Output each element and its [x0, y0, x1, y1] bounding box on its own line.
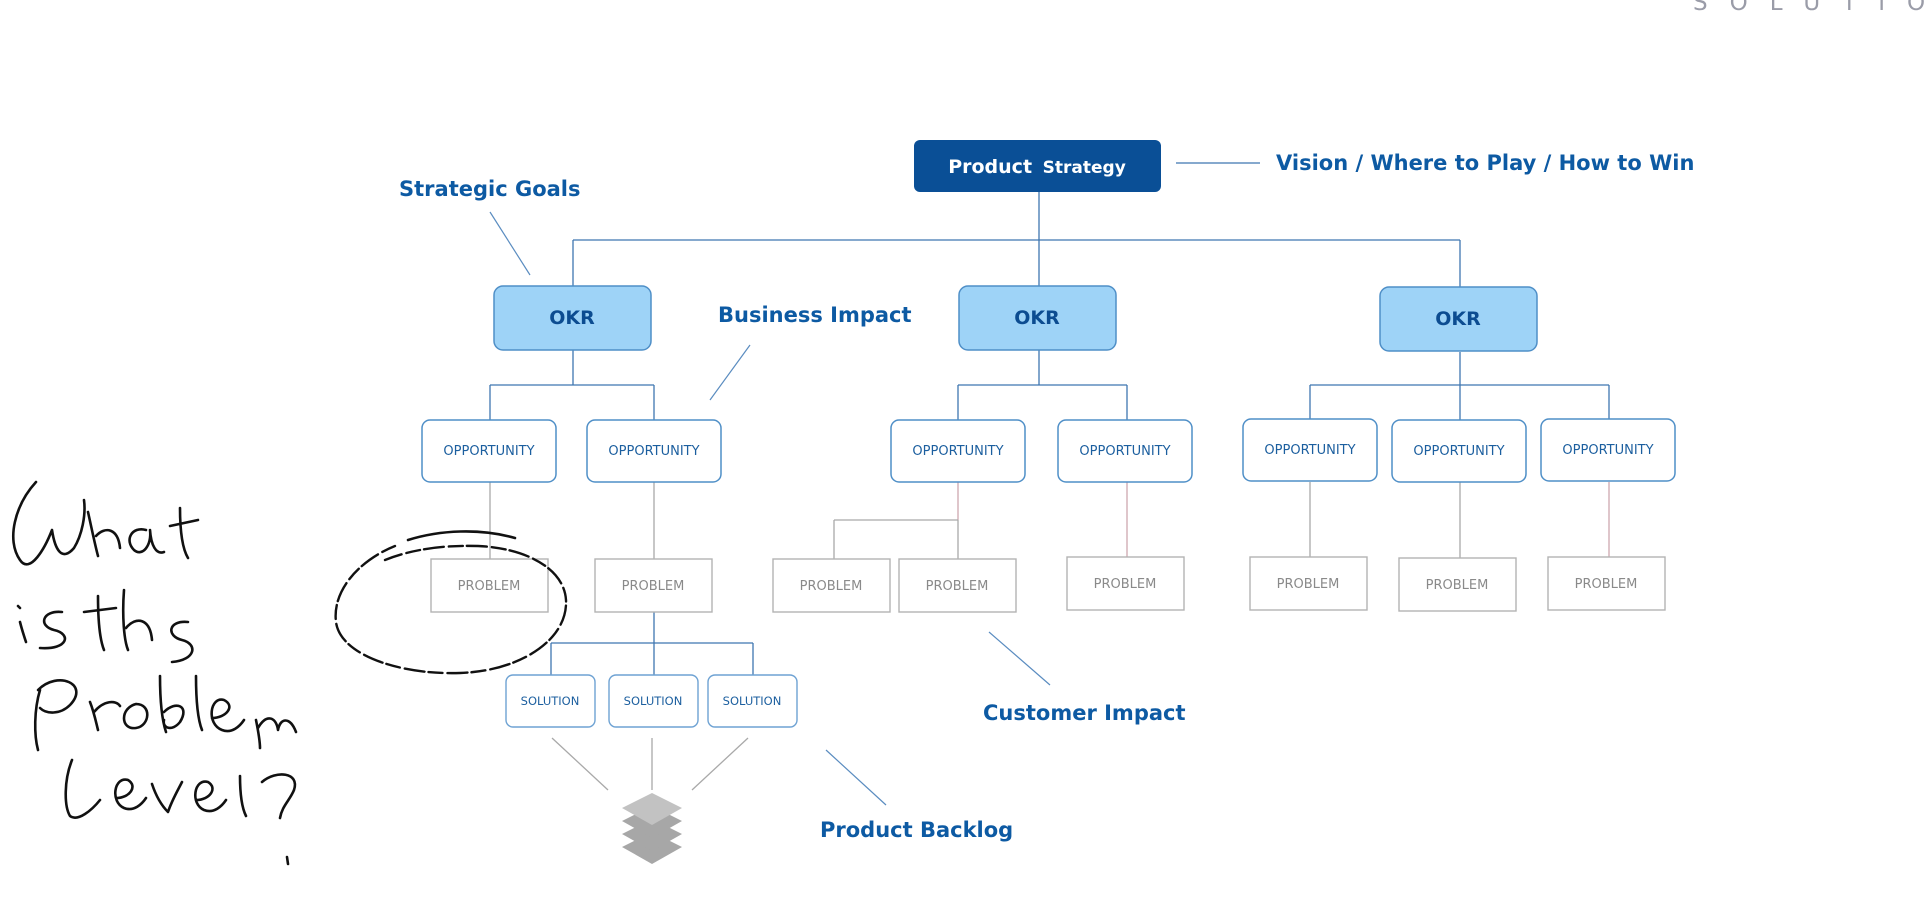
opportunity-label: OPPORTUNITY [1079, 444, 1170, 459]
problem-node-6: PROBLEM [1249, 556, 1368, 611]
connectors [489, 162, 1610, 791]
opportunity-node-2: OPPORTUNITY [586, 419, 722, 483]
strategy-label-suffix: Strategy [1043, 158, 1126, 178]
business-impact-callout: Business Impact [718, 303, 912, 327]
problem-label: PROBLEM [1277, 577, 1340, 592]
problem-label: PROBLEM [1094, 577, 1157, 592]
opportunity-node-7: OPPORTUNITY [1540, 418, 1676, 482]
opportunity-label: OPPORTUNITY [443, 444, 534, 459]
problem-label: PROBLEM [458, 579, 521, 594]
opportunity-label: OPPORTUNITY [1413, 444, 1504, 459]
problem-node-8: PROBLEM [1547, 556, 1666, 611]
vision-callout: Vision / Where to Play / How to Win [1276, 151, 1694, 175]
customer-impact-callout: Customer Impact [983, 701, 1186, 725]
opportunity-label: OPPORTUNITY [608, 444, 699, 459]
opportunity-node-6: OPPORTUNITY [1391, 419, 1527, 483]
problem-node-2: PROBLEM [594, 558, 713, 613]
okr-node-1: OKR [493, 285, 652, 351]
opportunity-node-5: OPPORTUNITY [1242, 418, 1378, 482]
opportunity-label: OPPORTUNITY [1562, 443, 1653, 458]
product-strategy-node: Product Strategy [914, 140, 1161, 192]
opportunity-label: OPPORTUNITY [1264, 443, 1355, 458]
solution-node-2: SOLUTION [608, 674, 699, 728]
okr-node-2: OKR [958, 285, 1117, 351]
problem-label: PROBLEM [800, 579, 863, 594]
opportunity-label: OPPORTUNITY [912, 444, 1003, 459]
problem-label: PROBLEM [1575, 577, 1638, 592]
problem-node-1: PROBLEM [430, 558, 549, 613]
opportunity-node-1: OPPORTUNITY [421, 419, 557, 483]
solution-node-1: SOLUTION [505, 674, 596, 728]
problem-label: PROBLEM [926, 579, 989, 594]
okr-label: OKR [1435, 308, 1481, 330]
strategic-goals-callout: Strategic Goals [399, 177, 581, 201]
problem-label: PROBLEM [1426, 578, 1489, 593]
problem-node-3: PROBLEM [772, 558, 891, 613]
okr-label: OKR [549, 307, 595, 329]
problem-label: PROBLEM [622, 579, 685, 594]
layer-stack-icon [622, 793, 682, 864]
solution-label: SOLUTION [521, 694, 580, 708]
callout-pointers [489, 211, 1051, 806]
corner-brand-text: SOLUTIO [1693, 0, 1926, 16]
opportunity-node-3: OPPORTUNITY [890, 419, 1026, 483]
problem-node-4: PROBLEM [898, 558, 1017, 613]
strategy-label-main: Product [948, 156, 1032, 178]
solution-label: SOLUTION [624, 694, 683, 708]
okr-node-3: OKR [1379, 286, 1538, 352]
solution-label: SOLUTION [723, 694, 782, 708]
okr-label: OKR [1014, 307, 1060, 329]
svg-text:Product Strategy: Product Strategy [948, 156, 1126, 178]
opportunity-node-4: OPPORTUNITY [1057, 419, 1193, 483]
problem-node-7: PROBLEM [1398, 557, 1517, 612]
handwritten-annotation [12, 480, 568, 866]
product-backlog-callout: Product Backlog [820, 818, 1013, 842]
solution-node-3: SOLUTION [707, 674, 798, 728]
problem-node-5: PROBLEM [1066, 556, 1185, 611]
